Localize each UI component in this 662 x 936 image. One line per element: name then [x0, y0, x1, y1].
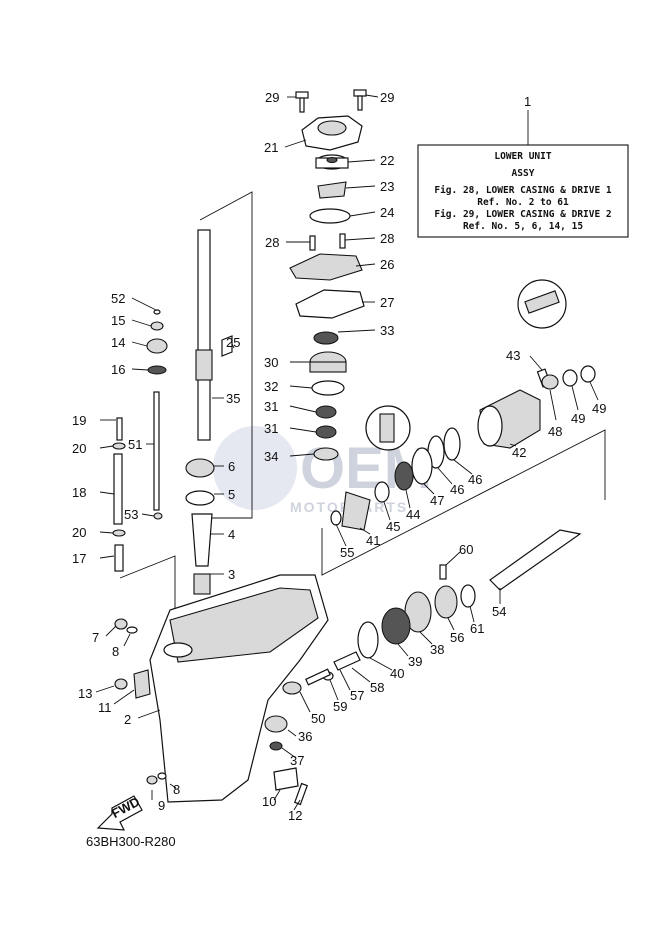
callout-49-right: 49 — [592, 401, 606, 416]
callout-4: 4 — [228, 527, 235, 542]
callout-17: 17 — [72, 551, 86, 566]
leader-lines — [95, 94, 599, 811]
callout-2: 2 — [124, 712, 131, 727]
callout-25: 25 — [226, 335, 240, 350]
callout-9: 9 — [158, 798, 165, 813]
callout-24: 24 — [380, 205, 394, 220]
callout-50: 50 — [311, 711, 325, 726]
callout-31-lower: 31 — [264, 421, 278, 436]
callout-44: 44 — [406, 507, 420, 522]
callout-14: 14 — [111, 335, 125, 350]
callout-19: 19 — [72, 413, 86, 428]
callout-61: 61 — [470, 621, 484, 636]
callout-54: 54 — [492, 604, 506, 619]
callout-10: 10 — [262, 794, 276, 809]
callout-27: 27 — [380, 295, 394, 310]
callout-28-right: 28 — [380, 231, 394, 246]
callout-labels: 29 29 21 22 23 24 28 28 26 27 33 25 30 3… — [72, 90, 606, 823]
callout-7: 7 — [92, 630, 99, 645]
callout-51: 51 — [128, 437, 142, 452]
callout-29-right: 29 — [380, 90, 394, 105]
reference-box: 1 LOWER UNIT ASSY Fig. 28, LOWER CASING … — [417, 94, 629, 238]
callout-15: 15 — [111, 313, 125, 328]
callout-59: 59 — [333, 699, 347, 714]
callout-39: 39 — [408, 654, 422, 669]
callout-31-upper: 31 — [264, 399, 278, 414]
box-line-5: Fig. 29, LOWER CASING & DRIVE 2 — [434, 209, 611, 220]
callout-5: 5 — [228, 487, 235, 502]
lower-casing — [149, 458, 329, 803]
callout-55: 55 — [340, 545, 354, 560]
callout-45: 45 — [386, 519, 400, 534]
callout-47: 47 — [430, 493, 444, 508]
callout-53: 53 — [124, 507, 138, 522]
callout-32: 32 — [264, 379, 278, 394]
callout-20-upper: 20 — [72, 441, 86, 456]
callout-56: 56 — [450, 630, 464, 645]
callout-18: 18 — [72, 485, 86, 500]
callout-36: 36 — [298, 729, 312, 744]
forward-arrow: FWD — [96, 794, 143, 831]
callout-8-upper: 8 — [112, 644, 119, 659]
callout-20-lower: 20 — [72, 525, 86, 540]
callout-42: 42 — [512, 445, 526, 460]
callout-35: 35 — [226, 391, 240, 406]
callout-60: 60 — [459, 542, 473, 557]
callout-57: 57 — [350, 688, 364, 703]
water-pump-parts — [289, 89, 411, 461]
callout-8-lower: 8 — [173, 782, 180, 797]
callout-26: 26 — [380, 257, 394, 272]
casing-fittings — [114, 618, 309, 806]
callout-13: 13 — [78, 686, 92, 701]
box-line-2: ASSY — [512, 168, 535, 179]
callout-28-left: 28 — [265, 235, 279, 250]
callout-33: 33 — [380, 323, 394, 338]
diagram-code: 63BH300-R280 — [86, 834, 176, 849]
propeller-shaft-parts — [305, 279, 596, 686]
callout-11: 11 — [98, 700, 112, 715]
callout-46-right: 46 — [468, 472, 482, 487]
callout-37: 37 — [290, 753, 304, 768]
callout-6: 6 — [228, 459, 235, 474]
box-line-3: Fig. 28, LOWER CASING & DRIVE 1 — [434, 185, 612, 196]
callout-12: 12 — [288, 808, 302, 823]
callout-23: 23 — [380, 179, 394, 194]
callout-41: 41 — [366, 533, 380, 548]
callout-48: 48 — [548, 424, 562, 439]
callout-43: 43 — [506, 348, 520, 363]
callout-49-left: 49 — [571, 411, 585, 426]
callout-29-left: 29 — [265, 90, 279, 105]
box-line-6: Ref. No. 5, 6, 14, 15 — [463, 221, 583, 232]
callout-34: 34 — [264, 449, 278, 464]
callout-38: 38 — [430, 642, 444, 657]
drive-shaft — [195, 229, 233, 441]
callout-21: 21 — [264, 140, 278, 155]
callout-1: 1 — [524, 94, 531, 109]
callout-40: 40 — [390, 666, 404, 681]
callout-58: 58 — [370, 680, 384, 695]
callout-3: 3 — [228, 567, 235, 582]
callout-30: 30 — [264, 355, 278, 370]
callout-22: 22 — [380, 153, 394, 168]
box-line-1: LOWER UNIT — [494, 151, 551, 162]
box-line-4: Ref. No. 2 to 61 — [477, 197, 569, 208]
callout-46-left: 46 — [450, 482, 464, 497]
callout-52: 52 — [111, 291, 125, 306]
callout-16: 16 — [111, 362, 125, 377]
